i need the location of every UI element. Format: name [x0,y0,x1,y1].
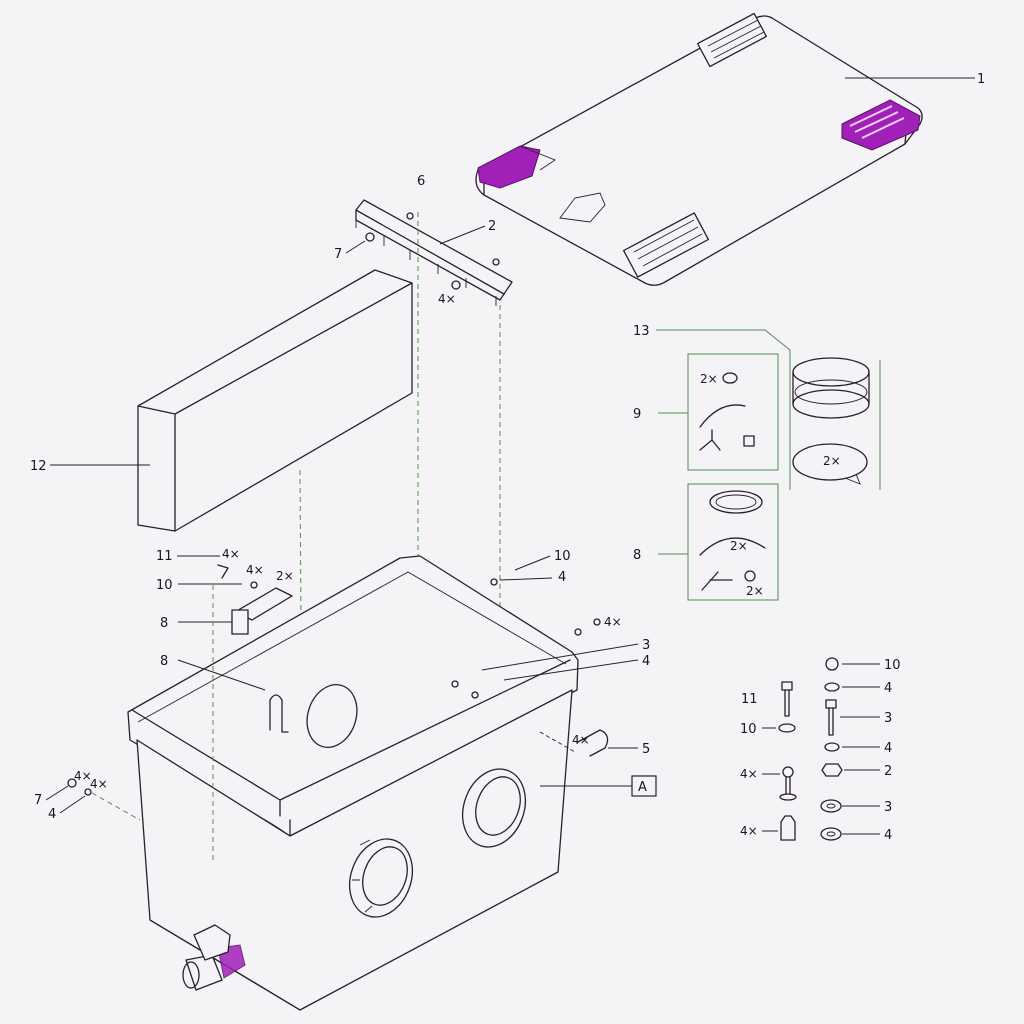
legend-2: 2 [884,764,892,779]
legend-4a: 4 [884,681,892,696]
callout-bl-7: 7 [34,793,42,808]
legend-10: 10 [884,658,901,673]
port-right [462,768,526,848]
callout-box-a: A [638,780,647,795]
callout-lid: 1 [977,72,985,87]
callout-nut-6: 6 [417,174,425,189]
callout-bl-4: 4 [48,807,56,822]
callout-right-4b: 4 [642,654,650,669]
filter-sponge: 12 [30,269,413,532]
legend-3b: 3 [884,800,892,815]
callout-kit-13: 13 [633,324,650,339]
callout-left-2x: 2× [276,569,294,583]
lid-grip-right [841,99,921,151]
drain-valve [182,924,246,991]
kit-13: 13 2× [633,324,881,490]
hardware-legend: 10 4 11 3 10 4 4× 2 3 [740,657,901,843]
callout-left-8a: 8 [160,616,168,631]
callout-left-11: 11 [156,549,173,564]
lid: 1 [475,12,985,286]
callout-kit-8-qty: 2× [746,584,764,598]
callout-bl-4x-a: 4× [74,769,92,783]
lid-grip-left [477,145,556,189]
manifold-rail: 2 6 7 4× [334,174,513,306]
bottom-left-fittings: 7 4× 4× 4 [34,769,141,822]
kit-8: 8 2× 2× [633,483,779,601]
callout-handle-qty: 4× [572,733,590,747]
left-fittings: 11 4× 4× 10 2× 8 8 [156,547,294,860]
kit-9: 9 2× [633,353,779,471]
callout-left-10: 10 [156,578,173,593]
callout-right-10: 10 [554,549,571,564]
callout-right-3: 3 [642,638,650,653]
callout-nut-7: 7 [334,247,342,262]
callout-left-8b: 8 [160,654,168,669]
callout-kit-8: 8 [633,548,641,563]
lid-grip-bottom [622,212,710,278]
port-left [349,838,413,918]
callout-right-4x: 4× [604,615,622,629]
callout-kit-9-qty: 2× [700,372,718,386]
callout-kit-13-qty: 2× [823,454,841,468]
lid-grip-top [696,12,768,68]
legend-4b: 4 [884,741,892,756]
legend-4c: 4 [884,828,892,843]
callout-kit-9: 9 [633,407,641,422]
filter-box: 5 4× A [127,555,657,1011]
legend-11: 11 [741,692,758,707]
callout-left-4x-b: 4× [246,563,264,577]
callout-kit-8-qty-mid: 2× [730,539,748,553]
legend-10b: 10 [740,722,757,737]
callout-bl-4x-b: 4× [90,777,108,791]
legend-4x-a: 4× [740,767,758,781]
right-fittings: 10 4 4× 3 4 [451,549,650,699]
callout-handle: 5 [642,742,650,757]
callout-right-4a: 4 [558,570,566,585]
legend-4x-b: 4× [740,824,758,838]
callout-sponge: 12 [30,459,47,474]
callout-rail-qty: 4× [438,292,456,306]
callout-left-4x-a: 4× [222,547,240,561]
callout-rail: 2 [488,219,496,234]
legend-3a: 3 [884,711,892,726]
